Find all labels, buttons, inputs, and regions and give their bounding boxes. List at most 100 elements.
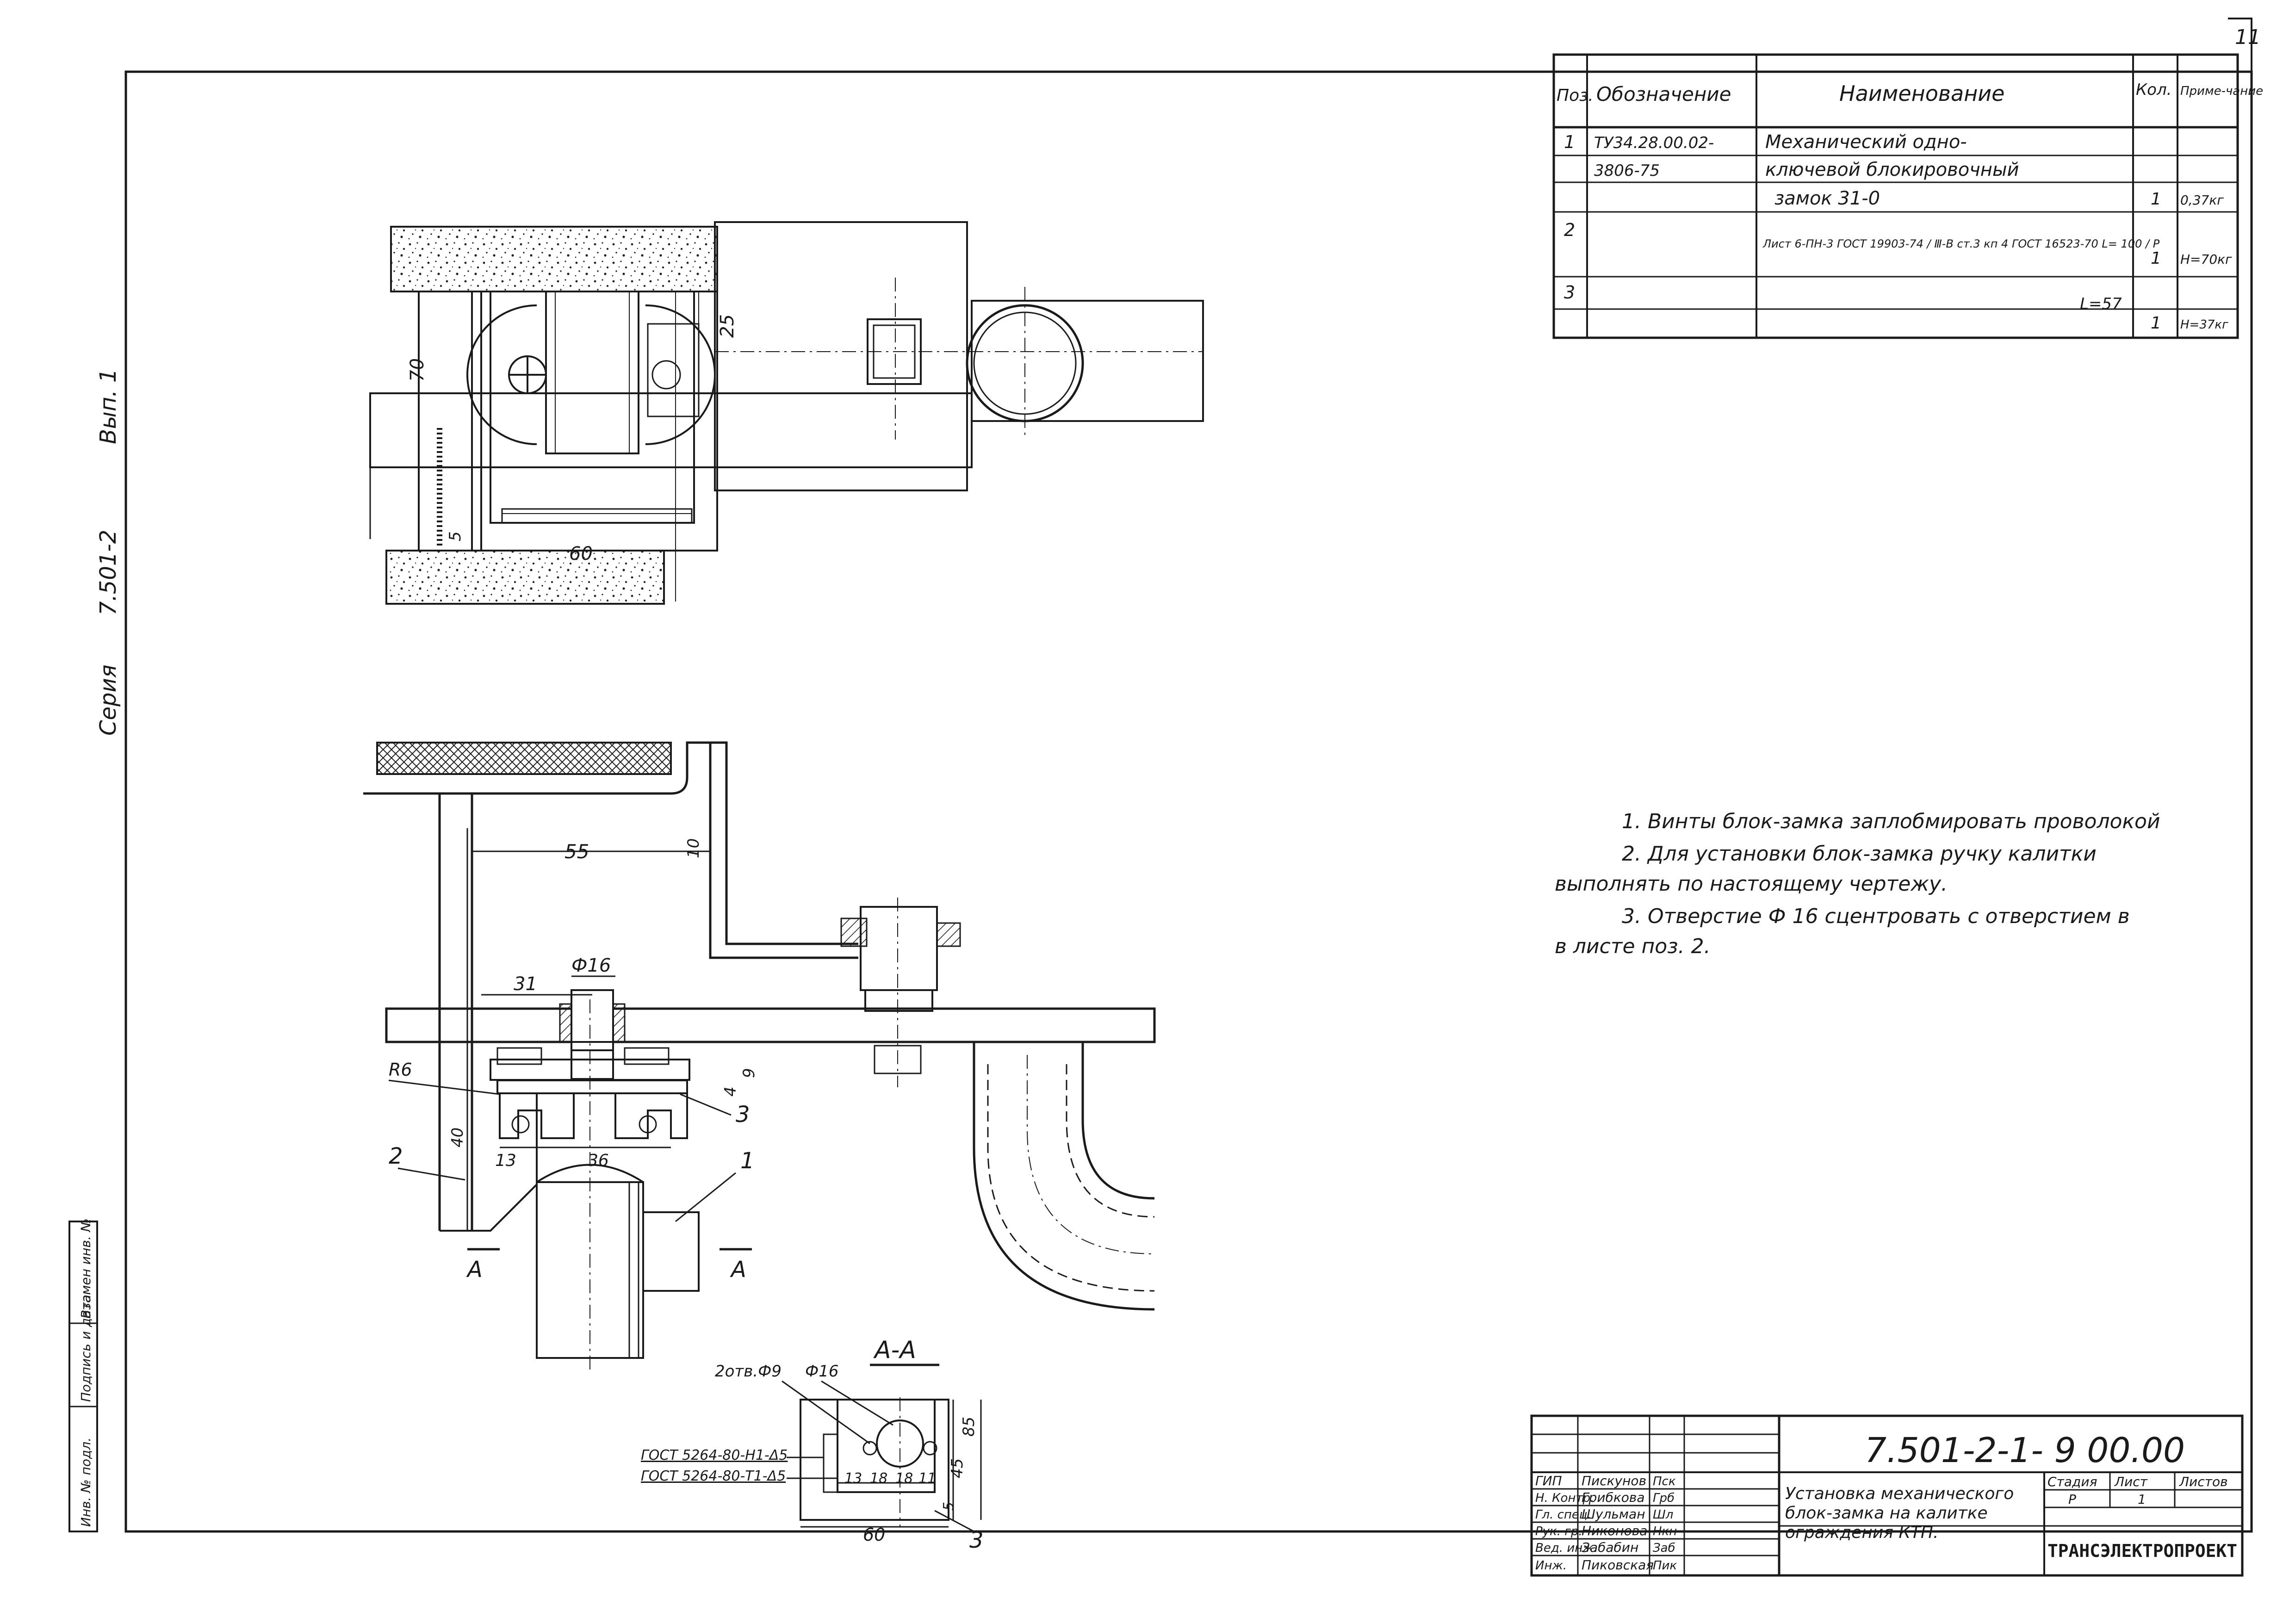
stage-header: Стадия	[2047, 1474, 2097, 1489]
section-dim-18a: 18	[870, 1470, 887, 1487]
section-dim-85: 85	[960, 1417, 978, 1437]
side-stamp: Вып. 1 7.501-2 Серия	[95, 369, 121, 736]
strip-replace: Взамен инв. №	[78, 1218, 93, 1319]
section-dim-holes: 2отв.Ф9	[715, 1362, 782, 1381]
spec-header-poz: Поз.	[1557, 86, 1594, 105]
role-0: ГИП	[1535, 1473, 1562, 1488]
vyp-label: Вып. 1	[95, 369, 121, 444]
side-dim-4: 4	[721, 1086, 740, 1097]
title-block: 7.501-2-1- 9 00.00 Установка механическо…	[1530, 1414, 2244, 1577]
role-2: Гл. спец.	[1535, 1508, 1591, 1522]
person-3: Никонова	[1582, 1523, 1647, 1538]
top-dim-25: 25	[717, 314, 738, 338]
spec-row1-oboz: ТУ34.28.00.02-	[1594, 134, 1714, 152]
title-line-2: блок-замка на калитке	[1785, 1504, 1988, 1523]
spec-row5-name: L=57	[2080, 295, 2122, 313]
series-label: Серия	[95, 664, 121, 736]
spec-row4-poz: 2	[1564, 220, 1575, 240]
gost-ref-1: ГОСТ 5264-80-Н1-Δ5	[641, 1447, 788, 1463]
section-dim-60: 60	[863, 1525, 885, 1545]
callout-pos2: 2	[389, 1143, 403, 1169]
side-dim-40: 40	[448, 1128, 467, 1147]
sheet-frame: 11	[124, 18, 2261, 1533]
callout-pos1: 1	[740, 1148, 755, 1174]
section-dim-5: 5	[941, 1502, 957, 1511]
section-dim-11: 11	[918, 1470, 936, 1487]
sheet-header: Лист	[2114, 1474, 2148, 1489]
doc-code: 7.501-2-1- 9 00.00	[1865, 1431, 2185, 1470]
side-view: 55 10 31 Ф16 R6 4 9 40 13 36 3 2 1 А А	[363, 741, 1156, 1370]
role-5: Инж.	[1535, 1559, 1567, 1573]
sign-0: Пск	[1653, 1475, 1676, 1488]
note-line-1: 1. Винты блок-замка заплобмировать прово…	[1622, 810, 2160, 833]
spec-row5-poz: 3	[1564, 282, 1575, 303]
note-line-5: в листе поз. 2.	[1555, 935, 1711, 958]
side-dim-36: 36	[588, 1151, 609, 1170]
series-code: 7.501-2	[95, 530, 121, 615]
sheets-header: Листов	[2179, 1474, 2228, 1489]
person-0: Пискунов	[1582, 1473, 1646, 1488]
spec-row5-kol: 1	[2151, 314, 2161, 333]
role-1: Н. Контр.	[1535, 1491, 1594, 1505]
side-dim-13: 13	[495, 1151, 516, 1170]
sign-5: Пик	[1653, 1559, 1677, 1573]
spec-row4-kol: 1	[2151, 249, 2161, 268]
spec-header-kol: Кол.	[2136, 81, 2171, 99]
top-dim-70: 70	[407, 358, 428, 382]
side-dim-31: 31	[514, 973, 537, 995]
left-strip: Инв. № подл. Подпись и дата Взамен инв. …	[68, 1218, 98, 1532]
note-line-4: 3. Отверстие Ф 16 сцентровать с отверсти…	[1622, 905, 2130, 928]
top-dim-5: 5	[446, 531, 465, 541]
gost-ref-2: ГОСТ 5264-80-Т1-Δ5	[641, 1468, 786, 1484]
side-dim-r6: R6	[389, 1060, 412, 1080]
spec-row1-name: Механический одно-	[1765, 131, 1967, 153]
side-dim-9: 9	[740, 1068, 758, 1078]
sheet-number: 11	[2235, 25, 2261, 49]
spec-row3-kol: 1	[2151, 190, 2161, 209]
note-line-3: выполнять по настоящему чертежу.	[1555, 872, 1948, 896]
spec-table: Поз. Обозначение Наименование Кол. Приме…	[1552, 53, 2263, 339]
section-dim-45: 45	[948, 1458, 967, 1478]
spec-row3-prim: 0,37кг	[2180, 192, 2224, 208]
org-name: ТРАНСЭЛЕКТРОПРОЕКТ	[2047, 1541, 2237, 1561]
spec-row5-prim: H=37кг	[2180, 318, 2228, 332]
person-5: Пиковская	[1582, 1557, 1654, 1573]
side-dim-10: 10	[684, 838, 703, 858]
section-title: А-А	[873, 1336, 916, 1364]
person-4: Забабин	[1582, 1540, 1638, 1555]
strip-inv: Инв. № подл.	[78, 1438, 93, 1527]
spec-header-prim: Приме-чание	[2180, 84, 2263, 98]
section-marker-right: А	[730, 1257, 746, 1283]
role-4: Вед. инж.	[1535, 1541, 1597, 1555]
sign-1: Грб	[1653, 1491, 1675, 1505]
section-dim-13: 13	[844, 1470, 862, 1487]
spec-row2-name: ключевой блокировочный	[1765, 159, 2019, 180]
section-marker-left: А	[466, 1257, 483, 1283]
title-line-3: ограждения КТП.	[1785, 1523, 1938, 1542]
spec-row4-name: Лист 6-ПН-3 ГОСТ 19903-74 / Ⅲ-В ст.3 кп …	[1762, 237, 2160, 250]
section-dim-f16: Ф16	[805, 1362, 839, 1381]
top-view: 25 70 60 5	[369, 221, 1204, 605]
side-dim-f16: Ф16	[571, 955, 611, 976]
spec-row2-oboz: 3806-75	[1594, 161, 1660, 180]
person-2: Шульман	[1582, 1506, 1645, 1522]
role-3: Рук. гр.	[1535, 1525, 1582, 1538]
spec-row4-prim: H=70кг	[2180, 252, 2232, 267]
spec-row3-name: замок 31-0	[1774, 188, 1880, 209]
callout-pos3: 3	[736, 1102, 750, 1128]
sign-3: Нкн	[1653, 1525, 1677, 1538]
note-line-2: 2. Для установки блок-замка ручку калитк…	[1622, 842, 2097, 866]
sheet-value: 1	[2138, 1492, 2146, 1507]
section-dim-18b: 18	[895, 1470, 913, 1487]
spec-header-name: Наименование	[1839, 81, 2004, 106]
strip-sign: Подпись и дата	[78, 1295, 93, 1402]
spec-header-oboz: Обозначение	[1596, 83, 1731, 105]
sign-4: Заб	[1653, 1541, 1675, 1555]
notes: 1. Винты блок-замка заплобмировать прово…	[1555, 810, 2160, 958]
sign-2: Шл	[1653, 1508, 1673, 1522]
section-aa: А-А 2отв.Ф9 Ф16 85 45 60 5 13 18 18 11 3…	[641, 1336, 984, 1553]
stage-value: Р	[2068, 1492, 2076, 1507]
title-line-1: Установка механического	[1785, 1484, 2014, 1503]
person-1: Грибкова	[1582, 1490, 1645, 1505]
